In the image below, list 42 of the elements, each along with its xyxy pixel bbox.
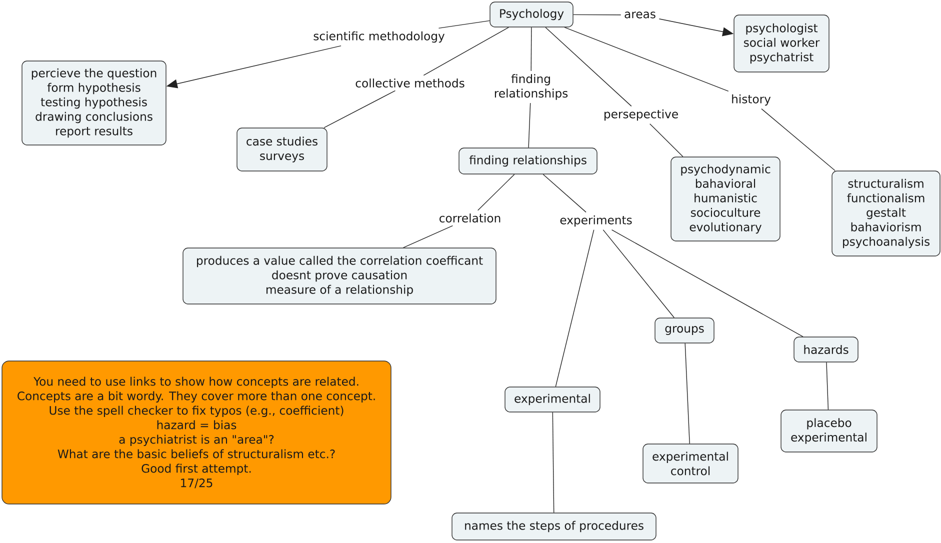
concept-box: produces a value called the correlation coefficant doesnt prove causation measure of a relationship (182, 248, 496, 304)
connector-line (423, 27, 510, 76)
connector-line (650, 123, 684, 157)
concept-box: finding relationships (458, 148, 598, 174)
concept-box: hazards (794, 336, 858, 362)
linking-phrase: finding relationships (494, 74, 568, 100)
connector-line (545, 27, 632, 107)
connector-line (438, 20, 490, 29)
connector-line (564, 27, 729, 92)
concept-box: names the steps of procedures (452, 512, 656, 540)
linking-phrase: areas (624, 12, 656, 18)
concept-box: experimental (504, 386, 600, 412)
feedback-note: You need to use links to show how concepts are related. Concepts are a bit wordy. They cover more than one concept. Use the spell checker to fix typos (e.g., coefficient) hazard = bias a psychiatrist is an "area"? What are the basic beliefs of structuralism etc.? Good first attempt. 17/25 (2, 360, 392, 504)
linking-phrase: persepective (604, 109, 678, 121)
connector-line (602, 229, 674, 318)
connector-line (761, 108, 836, 171)
connector-line (611, 229, 804, 337)
connector-line (477, 174, 515, 211)
linking-phrase: scientific methodology (314, 31, 445, 43)
connector-line (530, 27, 532, 72)
linking-phrase: history (732, 94, 771, 106)
connector-line (324, 90, 396, 128)
concept-box: psychodynamic bahavioral humanistic socioculture evolutionary (670, 156, 780, 242)
connector-line (528, 102, 531, 148)
connector-line (573, 14, 622, 16)
connector-line (542, 174, 586, 213)
linking-phrase: collective methods (356, 78, 464, 88)
linking-phrase: correlation (440, 214, 500, 222)
connector-line (402, 225, 454, 248)
concept-box: structuralism functionalism gestalt bahaviorism psychoanalysis (832, 170, 940, 256)
concept-box: psychologist social worker psychatrist (734, 14, 830, 72)
connector-line (552, 412, 554, 513)
connector-line (826, 362, 829, 410)
concept-box: groups (654, 318, 714, 344)
concept-box: experimental control (642, 444, 738, 484)
concept-box: Psychology (490, 2, 574, 28)
connector-line (555, 229, 594, 387)
linking-phrase: experiments (560, 215, 632, 227)
concept-box: placebo experimental (780, 410, 878, 452)
concept-box: case studies surveys (236, 128, 328, 172)
connector-line (684, 343, 690, 444)
concept-box: percieve the question form hypothesis testing hypothesis drawing conclusions report results (22, 60, 166, 146)
